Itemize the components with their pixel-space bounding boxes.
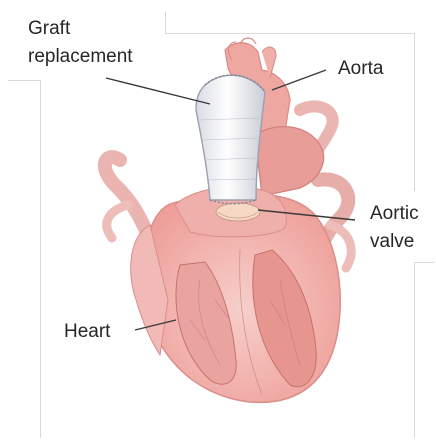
label-graft-line1: Graft — [28, 17, 70, 41]
leader-line-graft — [106, 78, 210, 104]
label-graft-line2: replacement — [28, 45, 133, 69]
label-heart: Heart — [64, 320, 110, 344]
label-aorta: Aorta — [338, 57, 383, 81]
pulmonary-artery — [255, 127, 324, 196]
label-aortic-valve-line2: valve — [370, 230, 414, 254]
label-aortic-valve-line1: Aortic — [370, 202, 419, 226]
graft-tube — [196, 75, 265, 204]
